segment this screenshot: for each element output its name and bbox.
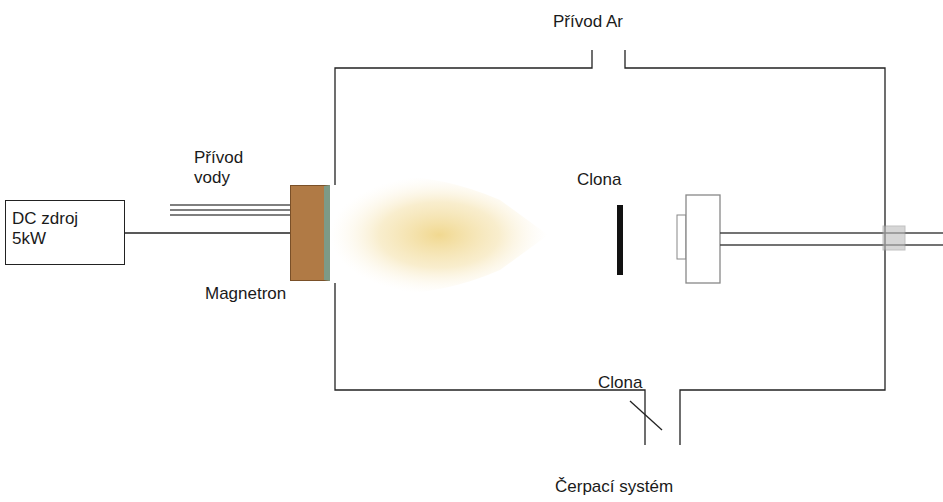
box-label: DC zdroj 5kW <box>12 209 92 250</box>
shutter <box>617 205 623 275</box>
substrate-holder <box>686 195 720 283</box>
inlet-label: Přívod Ar <box>553 12 623 32</box>
shutter-label: Clona <box>598 373 642 393</box>
pump-label: Čerpací systém <box>555 477 673 497</box>
substrate <box>677 215 686 259</box>
holder-rod <box>720 233 943 245</box>
part-name: Magnetron <box>205 284 286 304</box>
water-pipes <box>170 205 290 215</box>
pump-shutter <box>630 401 662 430</box>
power-supply-box: DC zdroj 5kW <box>5 200 125 265</box>
shutter-label: Clona <box>577 170 621 190</box>
plasma-glow <box>330 176 548 295</box>
feedthrough <box>883 226 905 250</box>
power-cable <box>125 232 290 233</box>
inlet-label: Přívod vody <box>194 148 264 189</box>
magnetron-body: Magnetron <box>290 185 330 281</box>
